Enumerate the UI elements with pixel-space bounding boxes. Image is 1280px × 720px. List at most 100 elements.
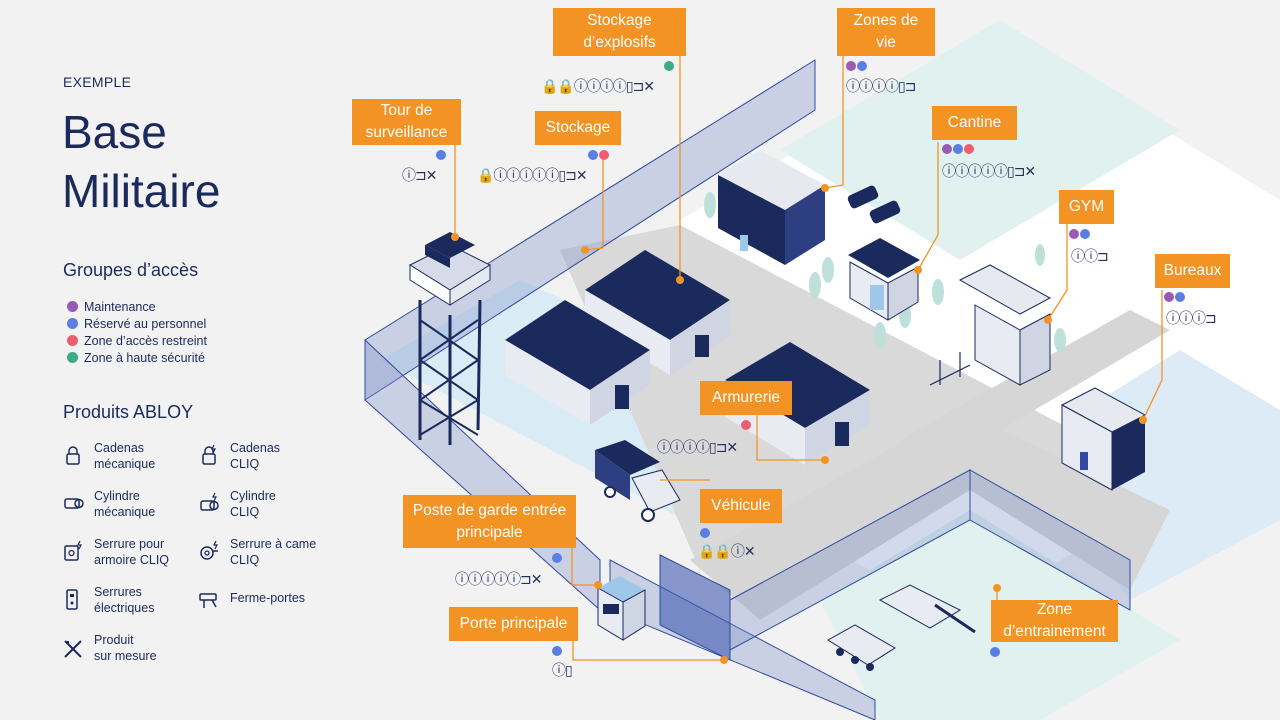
products-stockage-explosifs: 🔒🔒ⓘⓘⓘⓘ▯⊐✕ <box>541 79 655 95</box>
label-vehicule: Véhicule <box>700 489 782 523</box>
products-armurerie: ⓘⓘⓘⓘ▯⊐✕ <box>657 440 738 456</box>
products-vehicule: 🔒🔒ⓘ✕ <box>698 544 756 560</box>
group-dot <box>1069 229 1079 239</box>
label-cantine: Cantine <box>932 106 1017 140</box>
leader-anchors <box>451 184 1147 664</box>
products-gym: ⓘⓘ⊐ <box>1071 249 1109 265</box>
group-dot <box>964 144 974 154</box>
cylinder-cliq-icon <box>200 492 219 511</box>
warehouse-2 <box>505 300 650 425</box>
dots-tour <box>436 150 446 160</box>
group-dot <box>953 144 963 154</box>
group-personnel: Réservé au personnel <box>67 315 207 332</box>
group-securite: Zone à haute sécurité <box>67 349 207 366</box>
products-title: Produits ABLOY <box>63 402 194 422</box>
products-zones-vie: ⓘⓘⓘⓘ▯⊐ <box>846 79 916 95</box>
group-dot <box>990 647 1000 657</box>
group-restreint: Zone d’accès restreint <box>67 332 207 349</box>
dots-vehicule <box>700 528 710 538</box>
group-dot <box>664 61 674 71</box>
gym-building <box>929 264 1052 386</box>
guard-post <box>597 576 646 641</box>
door-closer-icon <box>199 593 217 608</box>
group-dot <box>67 318 78 329</box>
group-dot <box>552 646 562 656</box>
cabinet-lock-icon <box>64 540 82 561</box>
group-dot <box>599 150 609 160</box>
road-side <box>900 310 1170 460</box>
road-cross <box>690 410 1170 620</box>
group-dot <box>1164 292 1174 302</box>
group-dot <box>588 150 598 160</box>
dots-entrainement <box>990 647 1000 657</box>
label-porte-principale: Porte principale <box>449 607 578 641</box>
products-porte: ⓘ▯ <box>552 663 573 679</box>
dots-stockage <box>588 150 609 160</box>
trees <box>704 192 1066 352</box>
group-dot <box>942 144 952 154</box>
label-bureaux: Bureaux <box>1155 254 1230 288</box>
product-door-closer: Ferme-portes <box>230 591 306 605</box>
access-groups-title: Groupes d’accès <box>63 260 199 280</box>
padlock-icon <box>66 446 80 465</box>
tanks <box>827 584 976 671</box>
group-dot <box>67 352 78 363</box>
group-dot <box>552 553 562 563</box>
group-maintenance: Maintenance <box>67 298 207 315</box>
label-stockage: Stockage <box>535 111 621 145</box>
padlock-cliq-icon <box>202 444 216 465</box>
group-dot <box>1175 292 1185 302</box>
group-dot <box>67 335 78 346</box>
label-gym: GYM <box>1059 190 1114 224</box>
group-dot <box>67 301 78 312</box>
cylinder-icon <box>64 498 84 509</box>
truck <box>595 440 681 522</box>
group-dot <box>846 61 856 71</box>
custom-product-icon <box>64 640 82 658</box>
products-cantine: ⓘⓘⓘⓘⓘ▯⊐✕ <box>942 164 1036 180</box>
dots-cantine <box>942 144 974 154</box>
ground-living-zone <box>780 20 1180 260</box>
dots-bureaux <box>1164 292 1185 302</box>
parked-cars <box>847 185 901 224</box>
group-dot <box>700 528 710 538</box>
electric-lock-icon <box>66 589 78 610</box>
products-stockage: 🔒ⓘⓘⓘⓘⓘ▯⊐✕ <box>477 168 588 184</box>
watch-tower <box>408 232 492 445</box>
page-title-line2: Militaire <box>62 165 221 217</box>
office-building <box>1060 387 1147 491</box>
group-dot <box>436 150 446 160</box>
leader-lines <box>454 56 1163 661</box>
group-dot <box>741 420 751 430</box>
label-armurerie: Armurerie <box>700 381 792 415</box>
group-dot <box>857 61 867 71</box>
living-building <box>718 150 825 265</box>
dots-zones-vie <box>846 61 867 71</box>
products-poste-garde: ⓘⓘⓘⓘⓘ⊐✕ <box>455 572 542 588</box>
dots-gym <box>1069 229 1090 239</box>
products-bureaux: ⓘⓘⓘ⊐ <box>1166 311 1217 327</box>
access-groups-list: Maintenance Réservé au personnel Zone d’… <box>67 298 207 366</box>
products-tour: ⓘ⊐✕ <box>402 168 437 184</box>
group-dot <box>1080 229 1090 239</box>
dots-stockage-explosifs <box>664 61 674 71</box>
page-title-line1: Base <box>62 106 167 158</box>
dots-porte <box>552 646 562 656</box>
canteen-building <box>848 238 920 321</box>
dots-armurerie <box>741 420 751 430</box>
dots-poste-garde <box>552 553 562 563</box>
